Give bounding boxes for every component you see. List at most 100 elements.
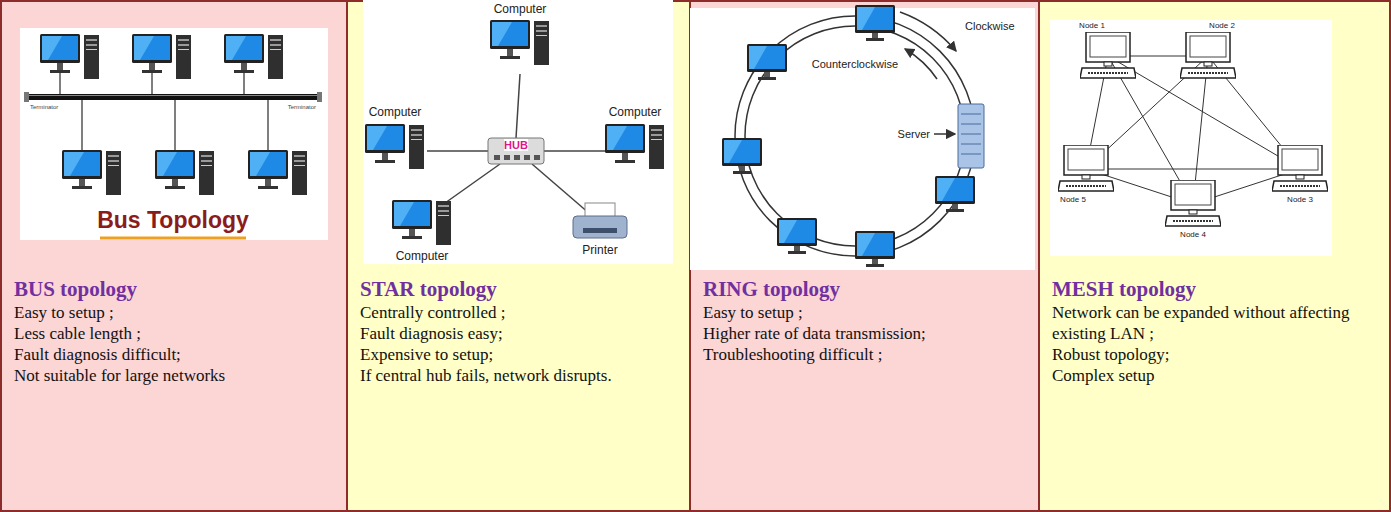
- computer-icon: [365, 124, 424, 169]
- network-cable: [961, 124, 981, 125]
- network-cable: [961, 154, 981, 155]
- feature-text: Not suitable for large networks: [14, 365, 334, 386]
- network-cable: [267, 100, 269, 150]
- server-icon: [958, 104, 984, 168]
- computer-icon: [1080, 32, 1136, 78]
- network-cable: [934, 133, 955, 135]
- illustration-part: [363, 0, 673, 264]
- illustration-part: [900, 12, 956, 51]
- network-cable: [516, 74, 520, 138]
- figure-label: Printer: [582, 244, 617, 257]
- figure-label: Terminator: [288, 104, 316, 111]
- computer-icon: [1180, 32, 1236, 78]
- topology-heading: MESH topology: [1052, 276, 1377, 302]
- computer-icon: [1272, 145, 1328, 191]
- network-cable: [59, 73, 61, 94]
- figure-label: Node 3: [1287, 196, 1313, 205]
- feature-text: Troubleshooting difficult ;: [703, 344, 1026, 365]
- network-cable: [961, 114, 981, 115]
- computer-icon: [855, 231, 895, 267]
- panel-text: MESH topologyNetwork can be expanded wit…: [1040, 276, 1389, 386]
- feature-text: Fault diagnosis difficult;: [14, 344, 334, 365]
- figure-label: Node 1: [1079, 22, 1105, 31]
- illustration-part: [317, 92, 322, 102]
- computer-icon: [224, 34, 283, 79]
- computer-icon: [605, 124, 664, 169]
- illustration-part: [60, 73, 268, 150]
- network-cable: [174, 100, 176, 150]
- illustration-part: [488, 138, 544, 164]
- illustration-part: [427, 74, 605, 214]
- illustration-part: [24, 92, 29, 102]
- figure-label: Clockwise: [965, 20, 1015, 32]
- figure-label: HUB: [504, 139, 528, 151]
- computer-icon: [155, 150, 214, 195]
- feature-text: Easy to setup ;: [703, 302, 1026, 323]
- ring-illustration: [690, 5, 1035, 270]
- feature-text: Network can be expanded without affectin…: [1052, 302, 1377, 344]
- computer-icon: [248, 150, 307, 195]
- figure-label: Node 5: [1060, 196, 1086, 205]
- illustration-part: [745, 26, 965, 246]
- bus-illustration: [20, 28, 328, 240]
- illustration-part: [514, 155, 520, 160]
- panel-text: STAR topologyCentrally controlled ;Fault…: [348, 276, 689, 386]
- computer-icon: [747, 44, 787, 80]
- figure-title: Bus Topology: [97, 208, 249, 233]
- figure-label: Counterclockwise: [812, 58, 898, 70]
- figure-label: Computer: [396, 250, 449, 263]
- computer-icon: [40, 34, 99, 79]
- computer-icon: [722, 138, 762, 174]
- computer-icon: [392, 200, 451, 245]
- feature-text: Fault diagnosis easy;: [360, 323, 677, 344]
- panel-text: RING topologyEasy to setup ;Higher rate …: [691, 276, 1038, 365]
- illustration-part: [958, 104, 984, 168]
- figure-label: Computer: [369, 106, 422, 119]
- feature-text: Expensive to setup;: [360, 344, 677, 365]
- illustration-part: [905, 49, 937, 79]
- illustration-part: [20, 28, 328, 240]
- printer-icon: [573, 203, 627, 238]
- feature-text: Robust topology;: [1052, 344, 1377, 365]
- network-cable: [243, 73, 245, 94]
- computer-icon: [1165, 180, 1221, 226]
- network-cable: [28, 95, 318, 96]
- computer-icon: [490, 20, 549, 65]
- feature-text: If central hub fails, network disrupts.: [360, 365, 677, 386]
- network-cable: [100, 237, 246, 240]
- feature-text: Less cable length ;: [14, 323, 334, 344]
- illustration-part: [735, 16, 975, 256]
- illustration-part: [494, 155, 540, 160]
- illustration-part: [573, 216, 627, 238]
- network-cable: [1086, 169, 1300, 170]
- figure-label: Node 4: [1180, 231, 1206, 240]
- network-cable: [151, 73, 153, 94]
- illustration-part: [524, 155, 530, 160]
- illustration-part: [494, 155, 500, 160]
- panel-text: BUS topologyEasy to setup ;Less cable le…: [2, 276, 346, 386]
- network-cable: [544, 150, 605, 152]
- figure-label: Node 2: [1209, 22, 1235, 31]
- figure-label: Terminator: [30, 104, 58, 111]
- computer-icon: [777, 218, 817, 254]
- topology-heading: STAR topology: [360, 276, 677, 302]
- illustration-part: [504, 155, 510, 160]
- illustration-part: [28, 94, 318, 100]
- network-cable: [961, 134, 981, 135]
- network-cable: [427, 150, 488, 152]
- feature-text: Easy to setup ;: [14, 302, 334, 323]
- illustration-part: [690, 8, 1035, 270]
- computer-icon: [855, 5, 895, 41]
- topology-heading: BUS topology: [14, 276, 334, 302]
- illustration-part: [534, 155, 540, 160]
- computer-icon: [1058, 145, 1114, 191]
- feature-text: Higher rate of data transmission;: [703, 323, 1026, 344]
- network-cable: [961, 144, 981, 145]
- illustration-part: [583, 228, 617, 233]
- figure-label: Computer: [494, 3, 547, 16]
- computer-icon: [62, 150, 121, 195]
- computer-icon: [935, 176, 975, 212]
- figure-label: Computer: [609, 106, 662, 119]
- mesh-illustration: [1050, 20, 1332, 256]
